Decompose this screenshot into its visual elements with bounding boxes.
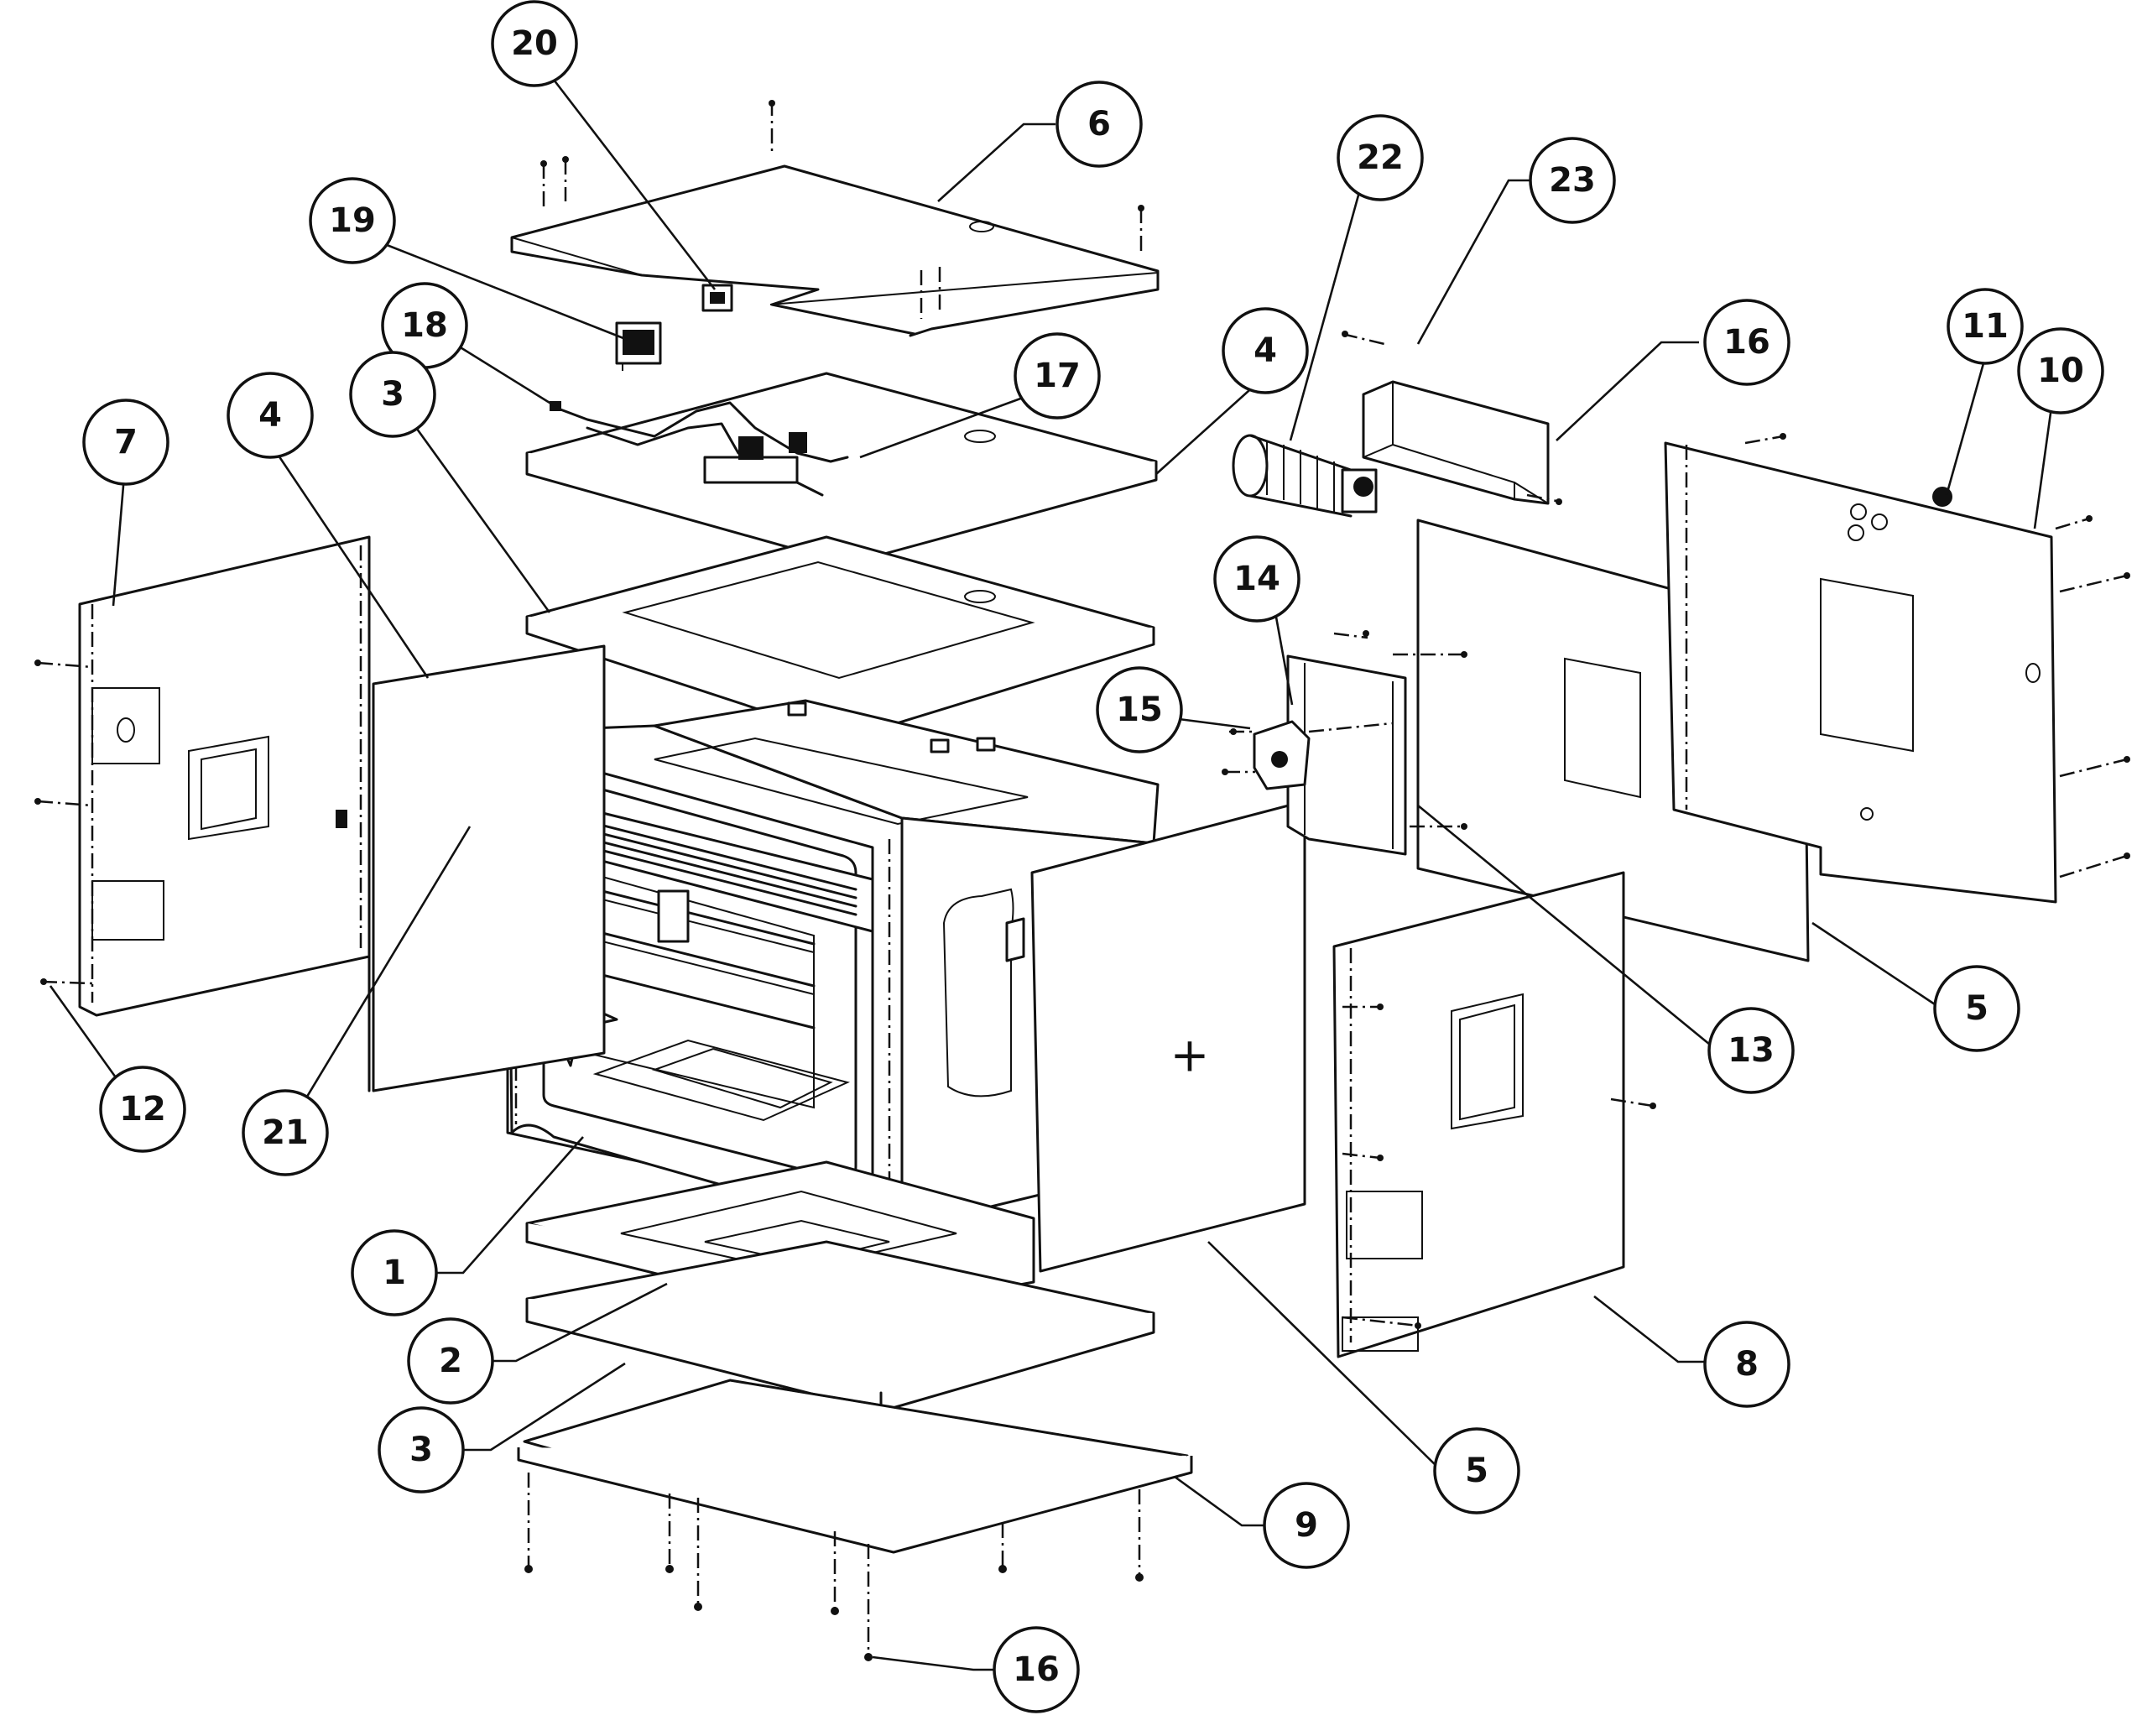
svg-text:19: 19: [329, 201, 376, 240]
svg-text:17: 17: [1034, 357, 1081, 395]
svg-text:16: 16: [1723, 323, 1770, 362]
svg-text:12: 12: [119, 1090, 166, 1129]
svg-text:4: 4: [1254, 331, 1277, 370]
callout-15: 15: [1096, 666, 1183, 753]
callout-12: 12: [99, 1066, 186, 1153]
wiring-harness-part-17-18: [550, 401, 849, 497]
callout-20: 20: [491, 0, 578, 87]
svg-text:13: 13: [1728, 1031, 1775, 1070]
top-panel-screws: [540, 100, 1144, 319]
svg-text:7: 7: [114, 423, 138, 461]
callout-9: 9: [1263, 1482, 1350, 1569]
callout-1: 1: [351, 1229, 438, 1316]
blower-housing-part-23: [1342, 331, 1562, 505]
bottom-pan-part-9: [517, 1379, 1193, 1661]
left-panel-screws: [34, 659, 93, 985]
right-side-insulation: +: [1030, 800, 1306, 1273]
callout-19: 19: [309, 177, 396, 264]
callout-2: 2: [407, 1317, 494, 1405]
right-side-panel-part-8: [1332, 871, 1656, 1358]
callout-18: 18: [381, 282, 468, 369]
svg-text:9: 9: [1295, 1506, 1318, 1545]
callout-bubbles: 20 6 22 23 19 18 17 4 16 11 10 7 4 3 14 …: [82, 0, 2104, 1713]
svg-text:22: 22: [1357, 138, 1404, 177]
transformer-part-19: [615, 321, 662, 371]
left-side-insulation: [367, 644, 606, 1092]
svg-text:6: 6: [1087, 105, 1111, 143]
center-mark: +: [1170, 1029, 1210, 1083]
callout-4-left: 4: [227, 372, 314, 459]
callout-23: 23: [1529, 137, 1616, 224]
callout-14: 14: [1213, 535, 1300, 623]
svg-text:16: 16: [1013, 1650, 1060, 1689]
callout-4-top: 4: [1222, 307, 1309, 394]
svg-text:3: 3: [409, 1431, 433, 1469]
callout-7: 7: [82, 399, 169, 486]
svg-text:23: 23: [1549, 161, 1596, 200]
svg-text:2: 2: [439, 1342, 462, 1380]
svg-text:15: 15: [1116, 691, 1163, 729]
left-side-panel-part-7: [34, 535, 371, 1017]
svg-text:11: 11: [1962, 307, 2009, 346]
callout-22: 22: [1337, 114, 1424, 201]
back-element-part-14-15: [1222, 630, 1407, 856]
callout-5-bottom: 5: [1433, 1427, 1520, 1514]
svg-text:4: 4: [258, 396, 282, 435]
svg-text:1: 1: [383, 1254, 406, 1292]
svg-text:10: 10: [2037, 352, 2084, 390]
top-insulation-frame: [525, 535, 1155, 740]
callout-16-top: 16: [1703, 299, 1790, 386]
bottom-insulation-board-part-3: [525, 1240, 1155, 1413]
svg-text:20: 20: [511, 24, 558, 63]
callout-5-right: 5: [1933, 965, 2020, 1052]
callout-10: 10: [2017, 327, 2104, 414]
callout-3-top: 3: [349, 351, 436, 438]
blower-motor-part-22: [1232, 434, 1378, 518]
callout-17: 17: [1014, 332, 1101, 420]
svg-text:3: 3: [381, 375, 404, 414]
rear-panel-part-10: [1664, 433, 2130, 904]
callout-16-bottom: 16: [993, 1626, 1080, 1713]
svg-text:5: 5: [1465, 1452, 1488, 1490]
relay-part-20: [701, 284, 733, 312]
svg-text:18: 18: [401, 306, 448, 345]
callout-13: 13: [1707, 1007, 1795, 1094]
svg-text:21: 21: [262, 1113, 309, 1152]
svg-text:14: 14: [1233, 560, 1280, 598]
callout-6: 6: [1055, 81, 1143, 168]
top-cover-panel: [510, 100, 1160, 337]
right-panel-screws: [1342, 1004, 1656, 1329]
svg-text:8: 8: [1735, 1345, 1759, 1384]
bottom-pan-screws: [524, 1473, 1144, 1661]
callout-8: 8: [1703, 1321, 1790, 1408]
leader-lines: [49, 68, 2054, 1671]
callout-3-bottom: 3: [378, 1406, 465, 1494]
callout-21: 21: [242, 1089, 329, 1176]
svg-text:5: 5: [1965, 989, 1988, 1028]
callout-11: 11: [1947, 288, 2024, 365]
rear-panel-screws: [1744, 433, 2130, 878]
